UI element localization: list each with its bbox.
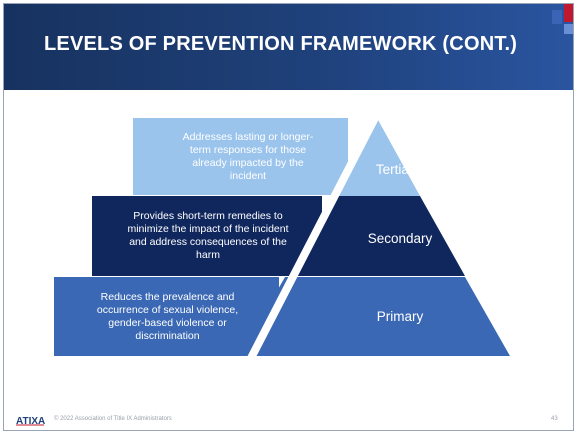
pyramid-tier-primary bbox=[240, 277, 510, 356]
footer-copyright: © 2022 Association of Title IX Administr… bbox=[54, 416, 172, 422]
tertiary-description: Addresses lasting or longer-term respons… bbox=[182, 130, 314, 182]
corner-accent-red bbox=[564, 4, 573, 22]
secondary-label: Secondary bbox=[367, 231, 433, 246]
slide-title: LEVELS OF PREVENTION FRAMEWORK (CONT.) bbox=[44, 33, 518, 55]
secondary-description-box: Provides short-term remedies to minimize… bbox=[92, 196, 322, 276]
corner-accent-blue bbox=[552, 10, 562, 24]
page-number: 43 bbox=[551, 416, 558, 422]
atixa-logo-text: ATIXA bbox=[16, 416, 45, 426]
slide: LEVELS OF PREVENTION FRAMEWORK (CONT.) A… bbox=[3, 3, 574, 431]
primary-label: Primary bbox=[376, 309, 424, 324]
tertiary-description-box: Addresses lasting or longer-term respons… bbox=[133, 118, 348, 195]
secondary-description: Provides short-term remedies to minimize… bbox=[127, 210, 289, 261]
prevention-pyramid bbox=[240, 112, 510, 362]
pyramid-divider bbox=[246, 112, 381, 362]
primary-description: Reduces the prevalence and occurrence of… bbox=[96, 290, 239, 342]
tertiary-label: Tertiary bbox=[375, 162, 421, 177]
pyramid-tier-tertiary bbox=[335, 118, 420, 196]
pyramid-tier-secondary bbox=[286, 196, 465, 276]
slide-header: LEVELS OF PREVENTION FRAMEWORK (CONT.) bbox=[4, 4, 573, 90]
atixa-logo: ATIXA bbox=[16, 416, 45, 426]
primary-description-box: Reduces the prevalence and occurrence of… bbox=[54, 277, 279, 356]
corner-accent-lightblue bbox=[564, 24, 573, 34]
